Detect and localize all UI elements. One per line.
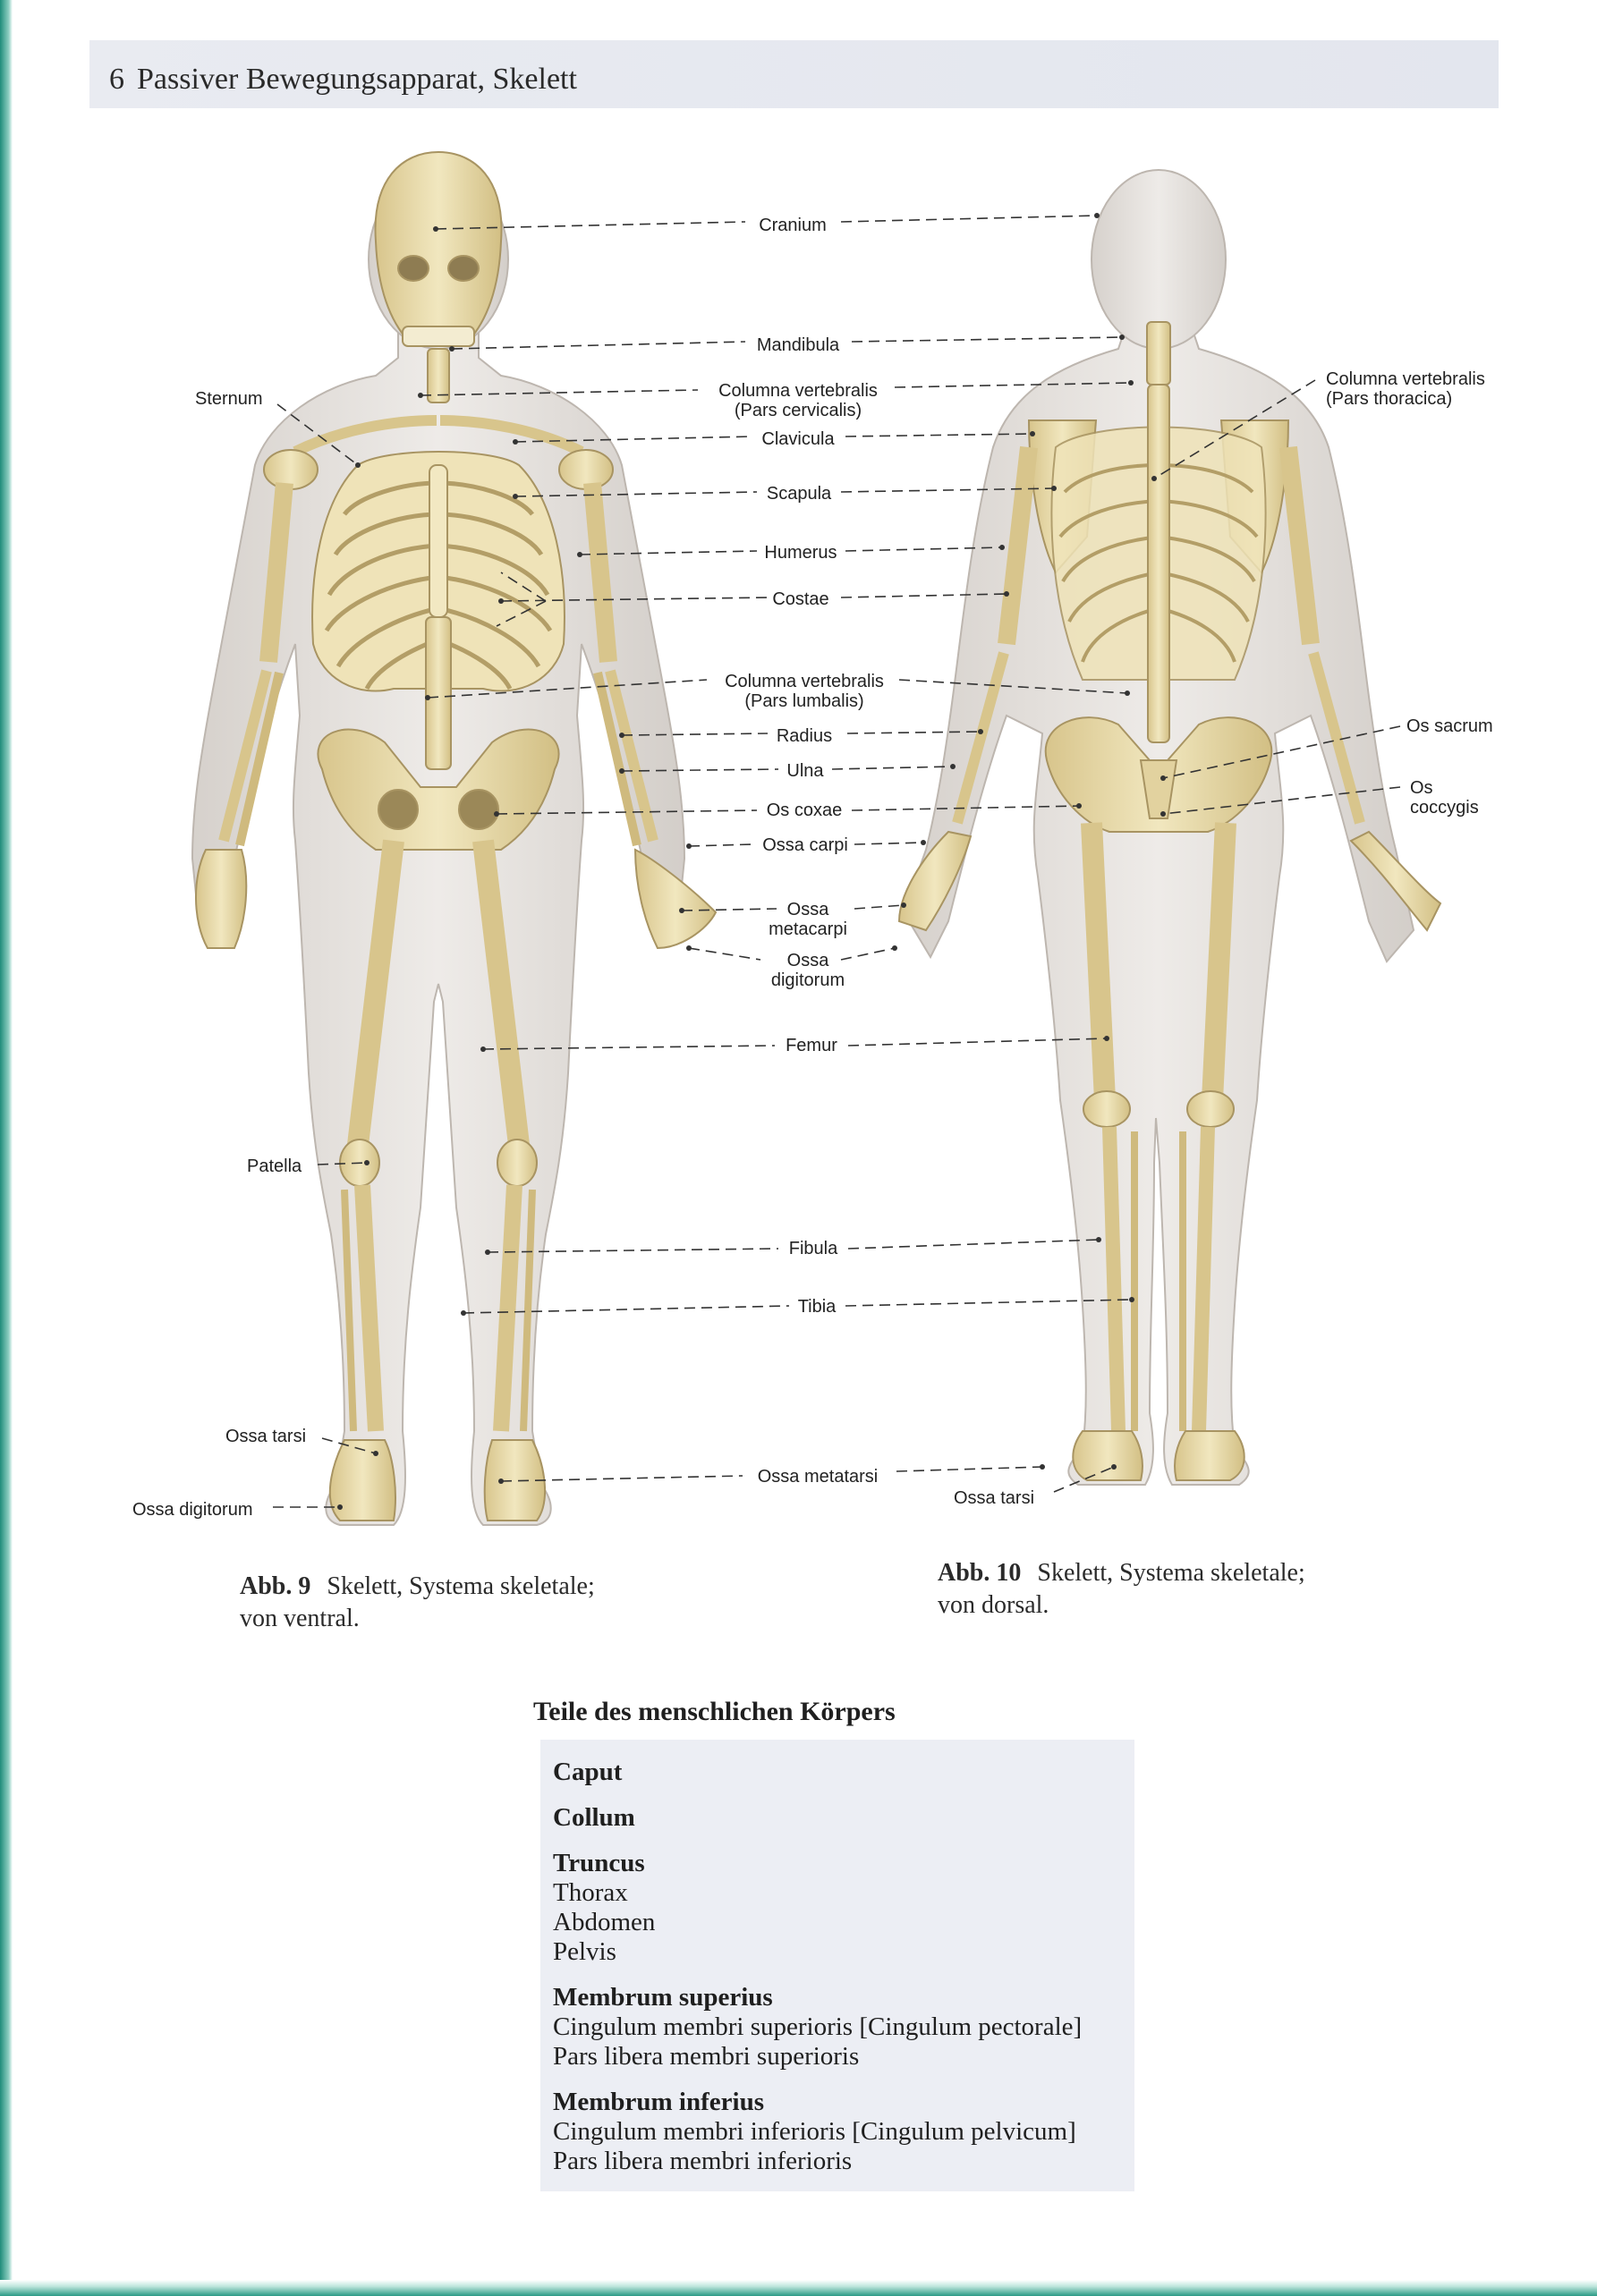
label-cranium: Cranium (759, 216, 827, 235)
figure-9-caption-line1: Skelett, Systema skeletale; (327, 1572, 595, 1600)
label-os-coccygis-2: coccygis (1410, 798, 1479, 818)
label-os-coxae: Os coxae (767, 801, 842, 820)
label-scapula: Scapula (767, 484, 832, 504)
figure-9-caption: Abb. 9 Skelett, Systema skeletale; von ve… (240, 1571, 595, 1635)
membrum-inferius-item: Pars libera membri inferioris (553, 2147, 853, 2175)
body-part-truncus: Truncus (553, 1849, 645, 1877)
truncus-item: Abdomen (553, 1908, 656, 1936)
label-ossa-metacarpi-2: metacarpi (769, 919, 847, 939)
label-columna-thoracica-pars: (Pars thoracica) (1326, 389, 1452, 409)
label-columna-thoracica: Columna vertebralis (1326, 369, 1485, 389)
back-skeleton (897, 321, 1442, 1481)
back-figure (897, 169, 1442, 1486)
membrum-superius-item: Cingulum membri superioris [Cingulum pec… (553, 2012, 1083, 2041)
label-femur: Femur (786, 1036, 837, 1055)
label-os-coccygis: Os (1410, 778, 1433, 798)
body-part-membrum-superius: Membrum superius (553, 1983, 773, 2012)
front-figure (191, 150, 718, 1526)
label-columna-lumbalis-pars: (Pars lumbalis) (744, 691, 863, 711)
label-tibia: Tibia (798, 1297, 837, 1317)
label-ossa-metacarpi: Ossa (787, 900, 830, 919)
body-part-collum: Collum (553, 1803, 635, 1832)
label-radius: Radius (777, 726, 832, 746)
labels: Cranium Mandibula Columna vertebralis (P… (132, 216, 1493, 1520)
membrum-superius-item: Pars libera membri superioris (553, 2042, 860, 2071)
figure-10-number: Abb. 10 (938, 1559, 1022, 1587)
body-part-membrum-inferius: Membrum inferius (553, 2088, 764, 2116)
body-part-caput: Caput (553, 1758, 623, 1786)
label-columna-lumbalis: Columna vertebralis (725, 672, 884, 691)
label-ossa-digitorum-hand-2: digitorum (771, 970, 845, 990)
label-ossa-tarsi-back: Ossa tarsi (954, 1488, 1034, 1508)
label-patella: Patella (247, 1156, 302, 1176)
page-edge-bottom (0, 2280, 1597, 2296)
truncus-item: Thorax (553, 1878, 628, 1907)
body-parts-box: Caput Collum Truncus Thorax Abdomen Pelv… (540, 1740, 1134, 2191)
label-fibula: Fibula (789, 1239, 838, 1258)
header-band (89, 40, 1499, 108)
figure-10-caption-line2: von dorsal. (938, 1591, 1049, 1619)
figure-9-caption-line2: von ventral. (240, 1605, 360, 1632)
body-parts-title: Teile des menschlichen Körpers (533, 1697, 896, 1726)
label-columna-cervicalis-pars: (Pars cervicalis) (735, 401, 862, 420)
label-clavicula: Clavicula (761, 429, 835, 449)
label-ossa-tarsi-front: Ossa tarsi (225, 1427, 306, 1446)
label-mandibula: Mandibula (757, 335, 840, 355)
truncus-item: Pelvis (553, 1937, 616, 1966)
figure-10-caption: Abb. 10 Skelett, Systema skeletale; von d… (938, 1557, 1305, 1622)
page-title: Passiver Bewegungsapparat, Skelett (137, 63, 577, 96)
label-os-sacrum: Os sacrum (1406, 716, 1493, 736)
figure-10-caption-line1: Skelett, Systema skeletale; (1037, 1559, 1305, 1587)
label-ossa-digitorum-hand: Ossa (787, 951, 830, 970)
figure-9-number: Abb. 9 (240, 1572, 311, 1600)
skeleton-illustration: Cranium Mandibula Columna vertebralis (P… (132, 150, 1493, 1526)
page-edge-left (0, 0, 13, 2296)
leader-lines (273, 213, 1401, 1510)
label-ulna: Ulna (786, 761, 824, 781)
label-costae: Costae (772, 589, 828, 609)
membrum-inferius-item: Cingulum membri inferioris [Cingulum pel… (553, 2117, 1076, 2146)
label-columna-cervicalis: Columna vertebralis (718, 381, 878, 401)
label-sternum: Sternum (195, 389, 263, 409)
label-humerus: Humerus (764, 543, 837, 563)
label-ossa-carpi: Ossa carpi (762, 835, 848, 855)
label-ossa-digitorum-foot: Ossa digitorum (132, 1500, 253, 1520)
front-skeleton (195, 150, 718, 1521)
page-header: 6 Passiver Bewegungsapparat, Skelett (109, 63, 577, 97)
page-number: 6 (109, 63, 124, 96)
label-ossa-metatarsi: Ossa metatarsi (758, 1467, 878, 1487)
back-body-silhouette (902, 169, 1415, 1486)
